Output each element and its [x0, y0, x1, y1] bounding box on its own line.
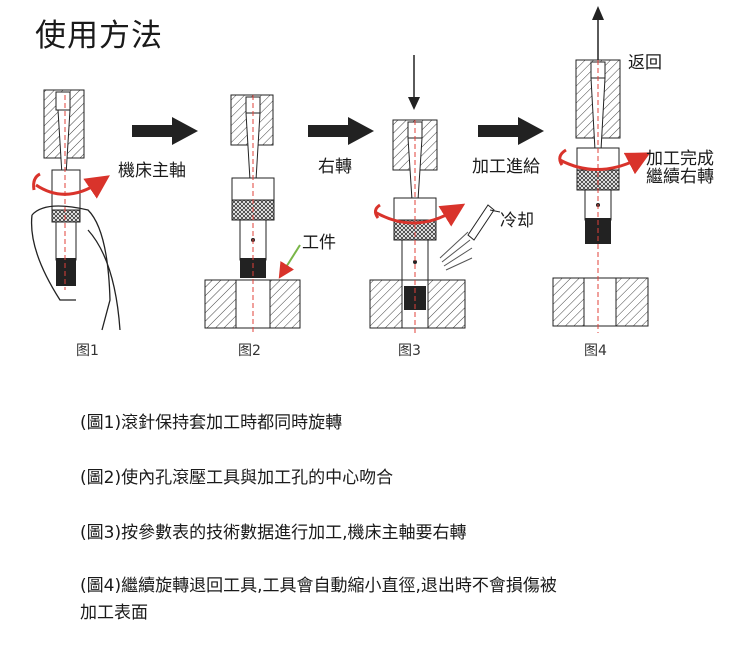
label-feed: 加工進給: [472, 157, 540, 177]
figure-3: [369, 55, 501, 335]
page-title: 使用方法: [35, 18, 163, 54]
label-done: 加工完成 繼續右轉: [646, 150, 714, 186]
caption-figure-2: 图2: [238, 343, 261, 359]
note-figure-1: (圖1)滾針保持套加工時都同時旋轉: [80, 413, 343, 433]
label-lathe-spindle: 機床主軸: [118, 161, 186, 181]
note-figure-2: (圖2)使內孔滾壓工具與加工孔的中心吻合: [80, 468, 394, 488]
caption-figure-3: 图3: [398, 343, 421, 359]
figure-1: [30, 89, 121, 331]
note-figure-4-cont: 加工表面: [80, 603, 148, 623]
arrow-right-1: [132, 117, 198, 145]
note-figure-4: (圖4)繼續旋轉退回工具,工具會自動縮小直徑,退出時不會損傷被: [80, 576, 557, 596]
arrow-right-3: [478, 117, 544, 145]
figure-4: [552, 6, 651, 333]
note-figure-3: (圖3)按參數表的技術數据進行加工,機床主軸要右轉: [80, 523, 467, 543]
label-coolant: 冷却: [500, 211, 534, 231]
caption-figure-1: 图1: [76, 343, 99, 359]
label-done-line1: 加工完成: [646, 149, 714, 169]
figure-2: [204, 94, 301, 335]
label-done-line2: 繼續右轉: [646, 167, 714, 187]
label-return: 返回: [628, 53, 662, 73]
label-turn-right: 右轉: [318, 157, 352, 177]
caption-figure-4: 图4: [584, 343, 607, 359]
label-workpiece: 工件: [302, 233, 336, 253]
arrow-right-2: [308, 117, 374, 145]
